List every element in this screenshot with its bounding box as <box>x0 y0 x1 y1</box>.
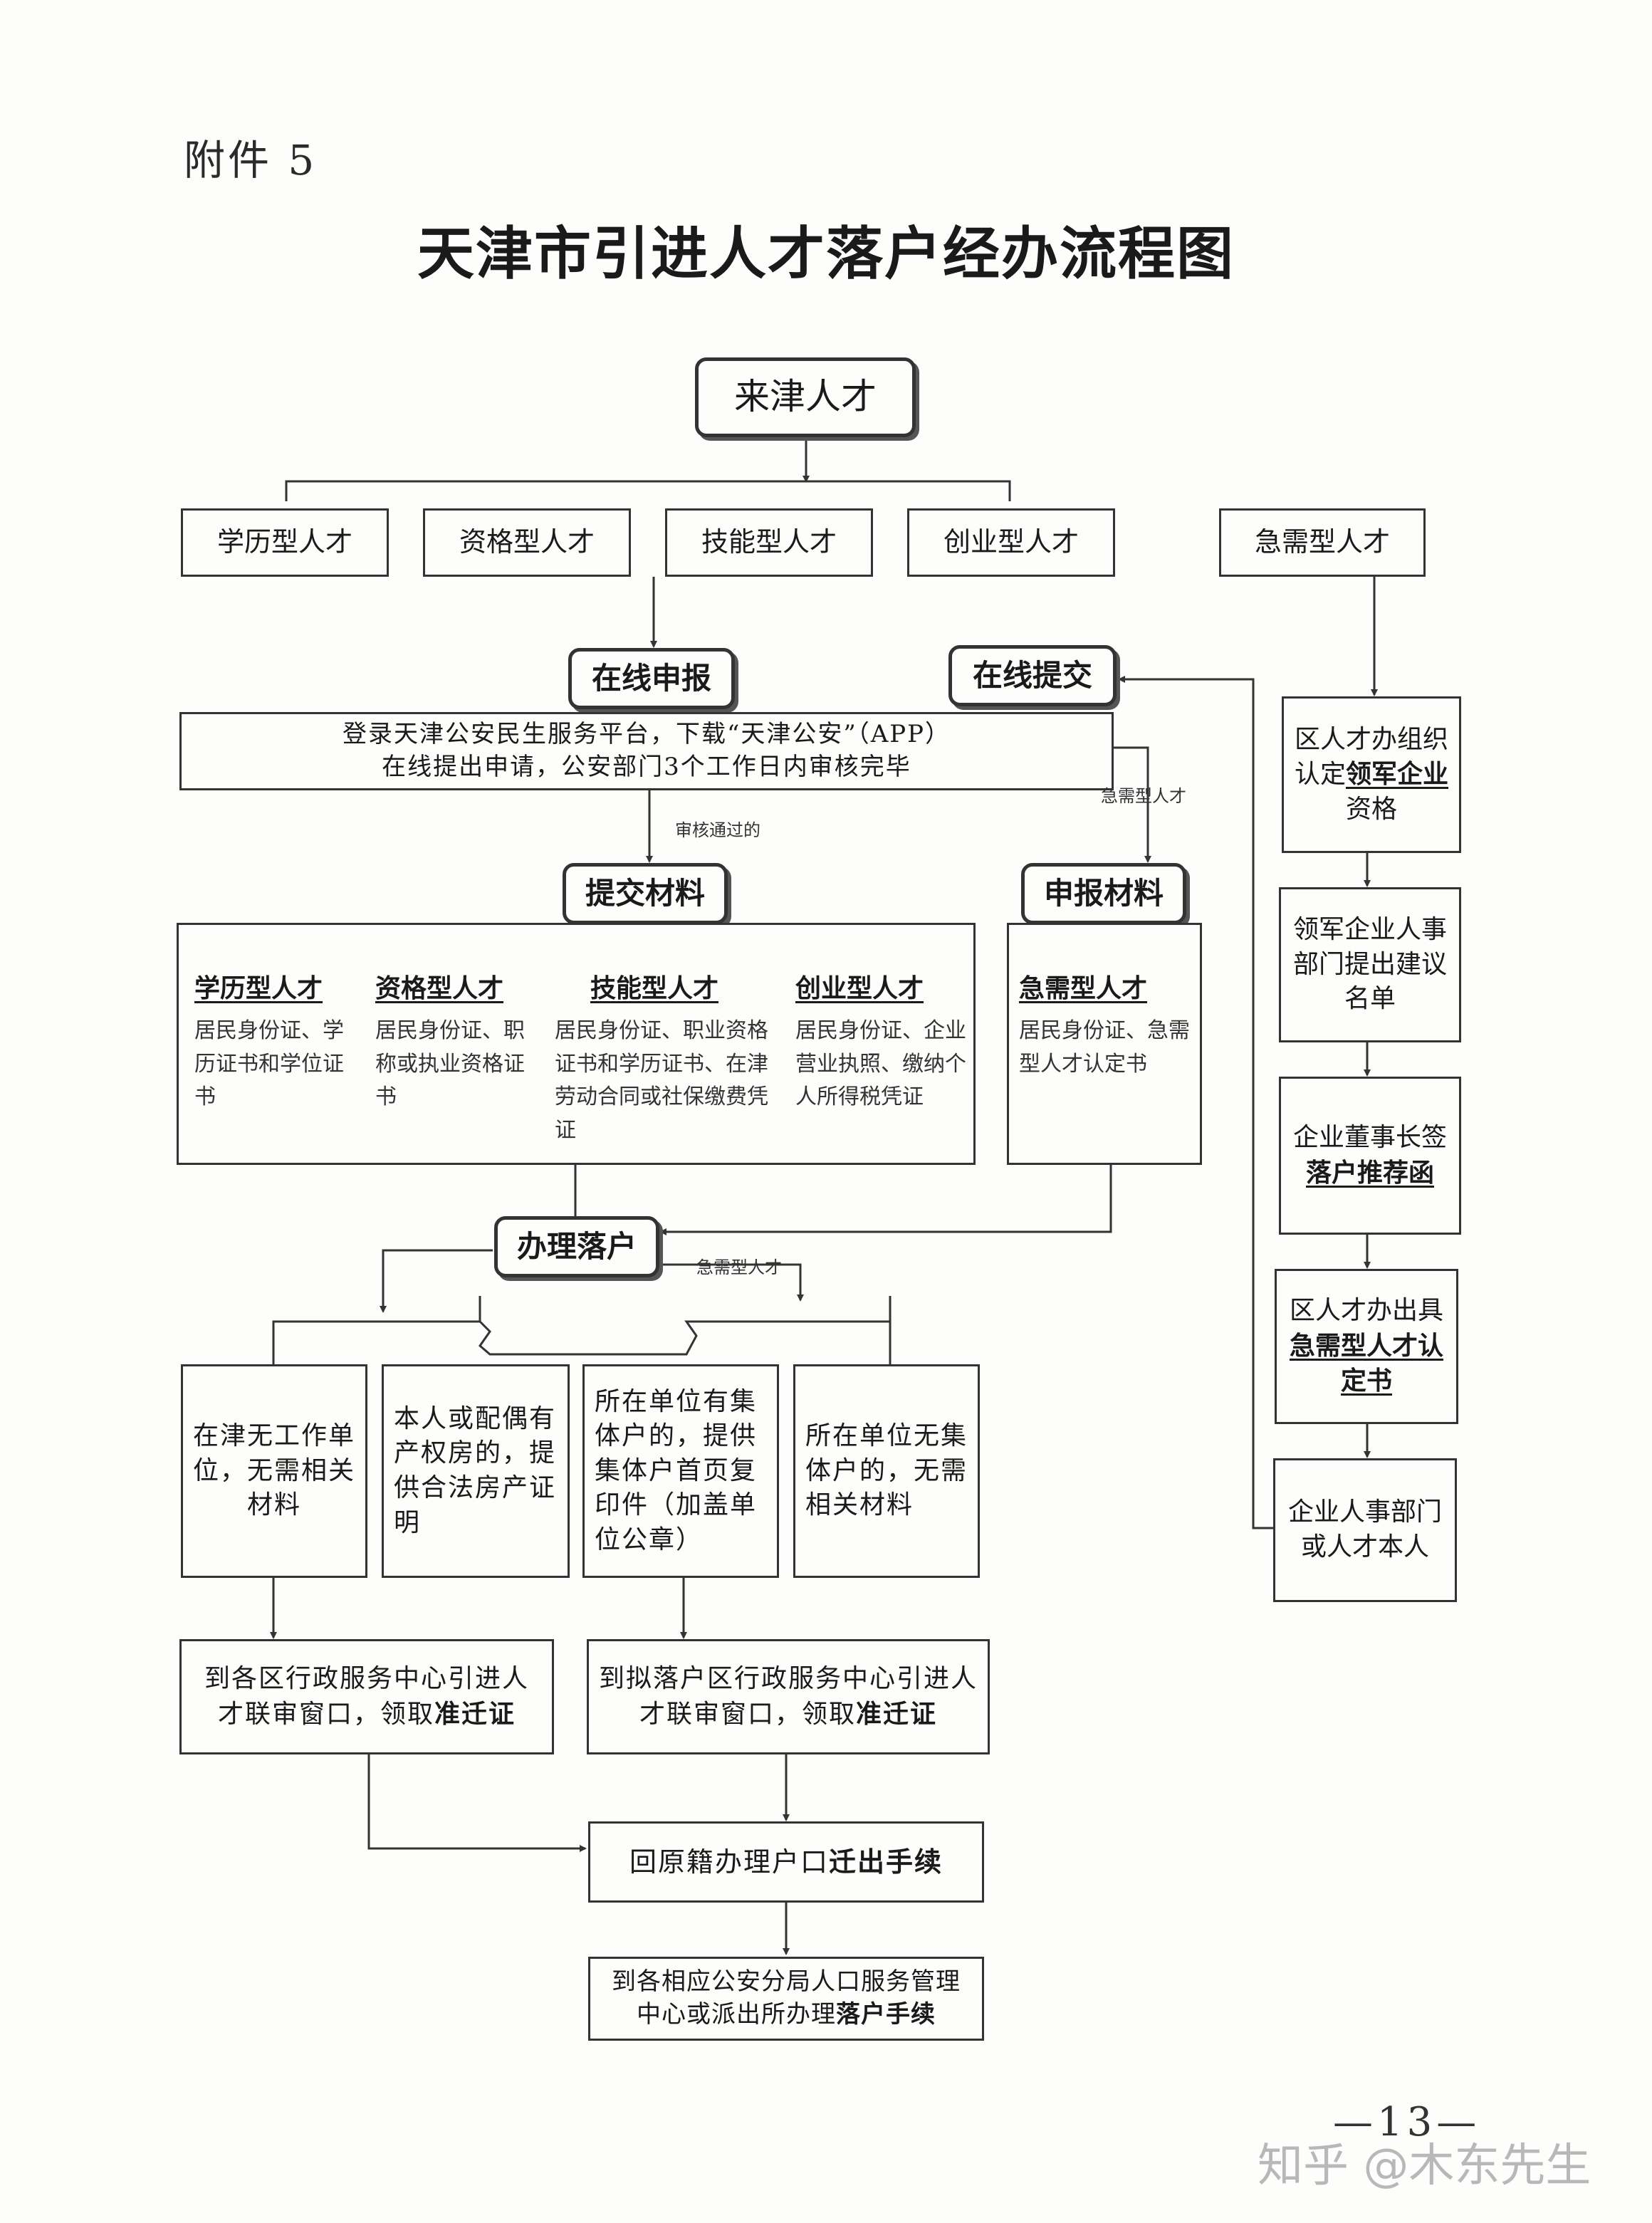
chain-step-1: 区人才办组织认定领军企业资格 <box>1282 696 1461 853</box>
material-jineng: 技能型人才 居民身份证、职业资格证书和学历证书、在津劳动合同或社保缴费凭证 <box>555 968 768 1147</box>
material-jineng-head: 技能型人才 <box>590 974 719 1003</box>
chain-step-1-tail: 资格 <box>1345 794 1397 824</box>
approved-note: 审核通过的 <box>675 820 760 840</box>
watermark: 知乎 @木东先生 <box>1258 2140 1591 2192</box>
case-no-employer: 在津无工作单位，无需相关材料 <box>181 1364 367 1578</box>
start-node: 来津人才 <box>695 357 916 437</box>
category-xueli: 学历型人才 <box>181 508 389 577</box>
chain-step-4-emph: 急需型人才认定书 <box>1289 1330 1443 1396</box>
window-left-text: 到各区行政服务中心引进人才联审窗口，领取 <box>204 1663 529 1729</box>
move-out-text: 回原籍办理户口 <box>629 1846 829 1878</box>
material-xueli-body: 居民身份证、学历证书和学位证书 <box>194 1018 344 1109</box>
urgent-material-box: 急需型人才 居民身份证、急需型人才认定书 <box>1007 923 1202 1165</box>
final-box: 到各相应公安分局人口服务管理中心或派出所办理落户手续 <box>588 1957 984 2041</box>
page-title: 天津市引进人才落户经办流程图 <box>417 220 1235 287</box>
material-chuangye-head: 创业型人才 <box>795 974 924 1003</box>
category-jineng: 技能型人才 <box>665 508 873 577</box>
material-chuangye-body: 居民身份证、企业营业执照、缴纳个人所得税凭证 <box>795 1018 966 1109</box>
case-collective-household: 所在单位有集体户的，提供集体户首页复印件（加盖单位公章） <box>582 1364 779 1578</box>
chain-step-2: 领军企业人事部门提出建议名单 <box>1279 887 1461 1042</box>
platform-line-2: 在线提出申请，公安部门3个工作日内审核完毕 <box>382 753 911 781</box>
material-zige: 资格型人才 居民身份证、职称或执业资格证书 <box>375 968 539 1114</box>
chain-step-4: 区人才办出具急需型人才认定书 <box>1275 1269 1458 1424</box>
chain-step-3-text: 企业董事长签 <box>1292 1122 1447 1152</box>
chain-step-3: 企业董事长签落户推荐函 <box>1279 1077 1461 1235</box>
online-submit-node: 在线提交 <box>948 645 1117 706</box>
material-jixu: 急需型人才 居民身份证、急需型人才认定书 <box>1019 968 1194 1081</box>
material-xueli: 学历型人才 居民身份证、学历证书和学位证书 <box>194 968 358 1114</box>
report-materials-node: 申报材料 <box>1021 863 1186 924</box>
attachment-label: 附件 5 <box>184 136 318 184</box>
chain-step-3-emph: 落户推荐函 <box>1305 1157 1434 1188</box>
material-jineng-body: 居民身份证、职业资格证书和学历证书、在津劳动合同或社保缴费凭证 <box>555 1018 768 1143</box>
material-zige-body: 居民身份证、职称或执业资格证书 <box>375 1018 525 1109</box>
platform-line-1: 登录天津公安民生服务平台，下载“天津公安”（APP） <box>342 720 951 749</box>
chain-step-1-text: 区人才办组织认定 <box>1294 724 1448 790</box>
settle-urgent-note: 急需型人才 <box>696 1257 782 1277</box>
window-right-text: 到拟落户区行政服务中心引进人才联审窗口，领取 <box>599 1663 978 1729</box>
case-own-property: 本人或配偶有产权房的，提供合法房产证明 <box>382 1364 570 1578</box>
settle-node: 办理落户 <box>494 1216 659 1277</box>
materials-box: 学历型人才 居民身份证、学历证书和学位证书 资格型人才 居民身份证、职称或执业资… <box>177 923 976 1165</box>
window-left-emph: 准迁证 <box>434 1698 516 1729</box>
window-right-box: 到拟落户区行政服务中心引进人才联审窗口，领取准迁证 <box>587 1639 990 1754</box>
chain-step-5: 企业人事部门或人才本人 <box>1273 1458 1457 1602</box>
window-left-box: 到各区行政服务中心引进人才联审窗口，领取准迁证 <box>179 1639 554 1754</box>
chain-step-4-text: 区人才办出具 <box>1289 1296 1443 1326</box>
category-jixu: 急需型人才 <box>1219 508 1426 577</box>
platform-box: 登录天津公安民生服务平台，下载“天津公安”（APP） 在线提出申请，公安部门3个… <box>179 712 1114 790</box>
page-number: —13— <box>1333 2099 1481 2145</box>
window-right-emph: 准迁证 <box>856 1698 938 1729</box>
submit-materials-node: 提交材料 <box>563 863 728 924</box>
online-apply-node: 在线申报 <box>568 648 735 709</box>
chain-step-5-text: 企业人事部门或人才本人 <box>1287 1497 1442 1562</box>
material-zige-head: 资格型人才 <box>375 974 504 1003</box>
material-jixu-head: 急需型人才 <box>1019 974 1148 1003</box>
category-chuangye: 创业型人才 <box>907 508 1115 577</box>
chain-step-2-text: 领军企业人事部门提出建议名单 <box>1292 915 1447 1014</box>
final-text: 到各相应公安分局人口服务管理中心或派出所办理 <box>612 1967 961 2029</box>
case-no-collective: 所在单位无集体户的，无需相关材料 <box>793 1364 980 1578</box>
move-out-emph: 迁出手续 <box>829 1845 943 1878</box>
chain-step-1-emph: 领军企业 <box>1346 759 1449 790</box>
material-chuangye: 创业型人才 居民身份证、企业营业执照、缴纳个人所得税凭证 <box>795 968 966 1114</box>
final-emph: 落户手续 <box>836 2000 936 2029</box>
move-out-box: 回原籍办理户口迁出手续 <box>588 1821 984 1903</box>
material-xueli-head: 学历型人才 <box>194 974 323 1003</box>
category-zige: 资格型人才 <box>423 508 631 577</box>
urgent-branch-note: 急需型人才 <box>1101 786 1186 806</box>
material-jixu-body: 居民身份证、急需型人才认定书 <box>1019 1018 1190 1077</box>
